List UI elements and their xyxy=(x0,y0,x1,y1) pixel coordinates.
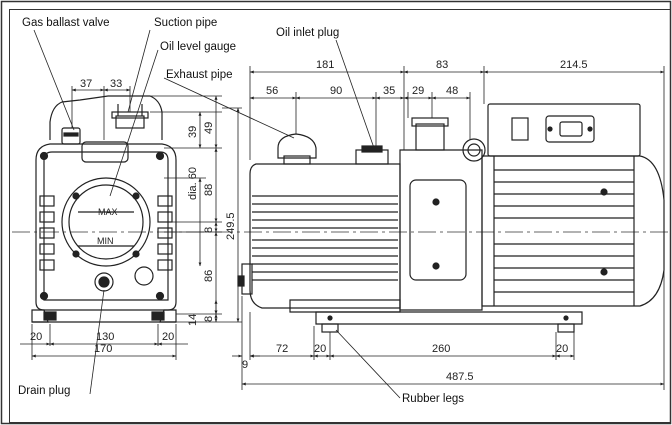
dim-86: 86 xyxy=(203,270,215,282)
dim-20-side-left: 20 xyxy=(314,343,326,355)
dim-88: 88 xyxy=(203,184,215,196)
label-exhaust-pipe: Exhaust pipe xyxy=(166,69,233,81)
dim-20-left: 20 xyxy=(30,331,42,343)
dim-dia60: dia. 60 xyxy=(187,167,199,200)
dim-39: 39 xyxy=(187,126,199,138)
dim-14: 14 xyxy=(187,314,199,326)
dim-260: 260 xyxy=(432,343,450,355)
dim-48: 48 xyxy=(446,85,458,97)
gauge-max-label: MAX xyxy=(98,207,118,217)
front-view xyxy=(31,95,177,323)
dim-9: 9 xyxy=(242,359,248,371)
dim-72: 72 xyxy=(276,343,288,355)
dim-130: 130 xyxy=(96,331,114,343)
dim-8-upper: 8 xyxy=(203,227,215,233)
dim-181: 181 xyxy=(316,59,334,71)
dim-33: 33 xyxy=(110,78,122,90)
dim-83: 83 xyxy=(436,59,448,71)
dim-170: 170 xyxy=(94,343,112,355)
drawing-inner-frame xyxy=(9,9,671,423)
label-oil-level-gauge: Oil level gauge xyxy=(160,41,236,53)
dim-35: 35 xyxy=(383,85,395,97)
dim-49: 49 xyxy=(203,122,215,134)
dim-8-lower: 8 xyxy=(203,316,215,322)
dim-29: 29 xyxy=(412,85,424,97)
side-view-dimension-labels: 181 83 214.5 56 90 35 29 48 9 72 20 260 … xyxy=(242,59,588,383)
label-oil-inlet-plug: Oil inlet plug xyxy=(276,27,339,39)
dim-56: 56 xyxy=(266,85,278,97)
dim-37: 37 xyxy=(80,78,92,90)
dim-487-5: 487.5 xyxy=(446,371,474,383)
callout-labels: Gas ballast valve Suction pipe Oil level… xyxy=(18,17,464,405)
front-view-dimension-lines xyxy=(20,86,242,360)
label-gas-ballast-valve: Gas ballast valve xyxy=(22,17,110,29)
side-view xyxy=(237,103,665,333)
label-suction-pipe: Suction pipe xyxy=(154,17,217,29)
callout-leaders xyxy=(33,29,401,399)
gauge-min-label: MIN xyxy=(97,236,114,246)
dim-90: 90 xyxy=(330,85,342,97)
dim-20-side-right: 20 xyxy=(556,343,568,355)
side-view-dimension-lines xyxy=(232,66,665,390)
dim-20-right: 20 xyxy=(162,331,174,343)
label-rubber-legs: Rubber legs xyxy=(402,393,464,405)
dim-249-5: 249.5 xyxy=(225,212,237,240)
front-view-dimension-labels: 37 33 39 49 dia. 60 88 8 249.5 86 14 8 2… xyxy=(30,78,237,355)
label-drain-plug: Drain plug xyxy=(18,385,70,397)
dim-214-5: 214.5 xyxy=(560,59,588,71)
